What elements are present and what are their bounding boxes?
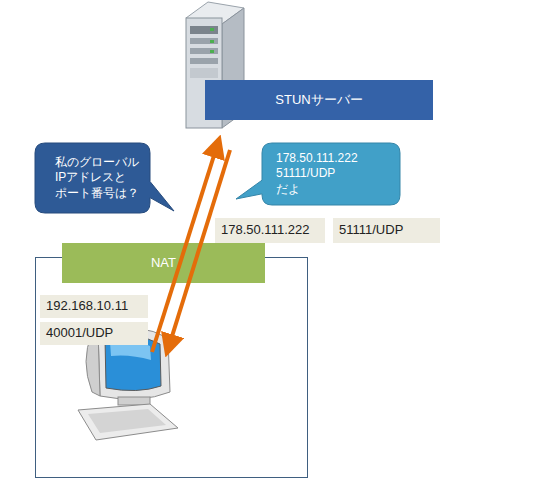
- node-text: NAT: [151, 255, 176, 272]
- nat-band: NAT: [62, 243, 265, 283]
- callout-outline: [236, 143, 400, 205]
- node-text: STUNサーバー: [275, 92, 362, 109]
- node-text: 私のグローバル IPアドレスと ポート番号は？: [55, 155, 147, 202]
- response-arrow: [169, 150, 230, 346]
- node-text: 40001/UDP: [46, 325, 113, 342]
- node-text: 51111/UDP: [339, 222, 403, 239]
- node-text: 178.50.111.222: [221, 222, 309, 239]
- address-tag: 192.168.10.11: [40, 295, 148, 318]
- question-callout: 私のグローバル IPアドレスと ポート番号は？: [35, 143, 150, 213]
- answer-callout: 178.50.111.222 51111/UDP だよ: [262, 143, 400, 205]
- callout-outline: [35, 143, 174, 213]
- request-arrow: [152, 146, 217, 352]
- server-band: STUNサーバー: [205, 80, 433, 120]
- node-text: 192.168.10.11: [46, 298, 128, 315]
- address-tag: 178.50.111.222: [215, 218, 325, 243]
- port-tag: 51111/UDP: [333, 218, 440, 243]
- node-text: 178.50.111.222 51111/UDP だよ: [276, 151, 362, 198]
- port-tag: 40001/UDP: [40, 322, 148, 345]
